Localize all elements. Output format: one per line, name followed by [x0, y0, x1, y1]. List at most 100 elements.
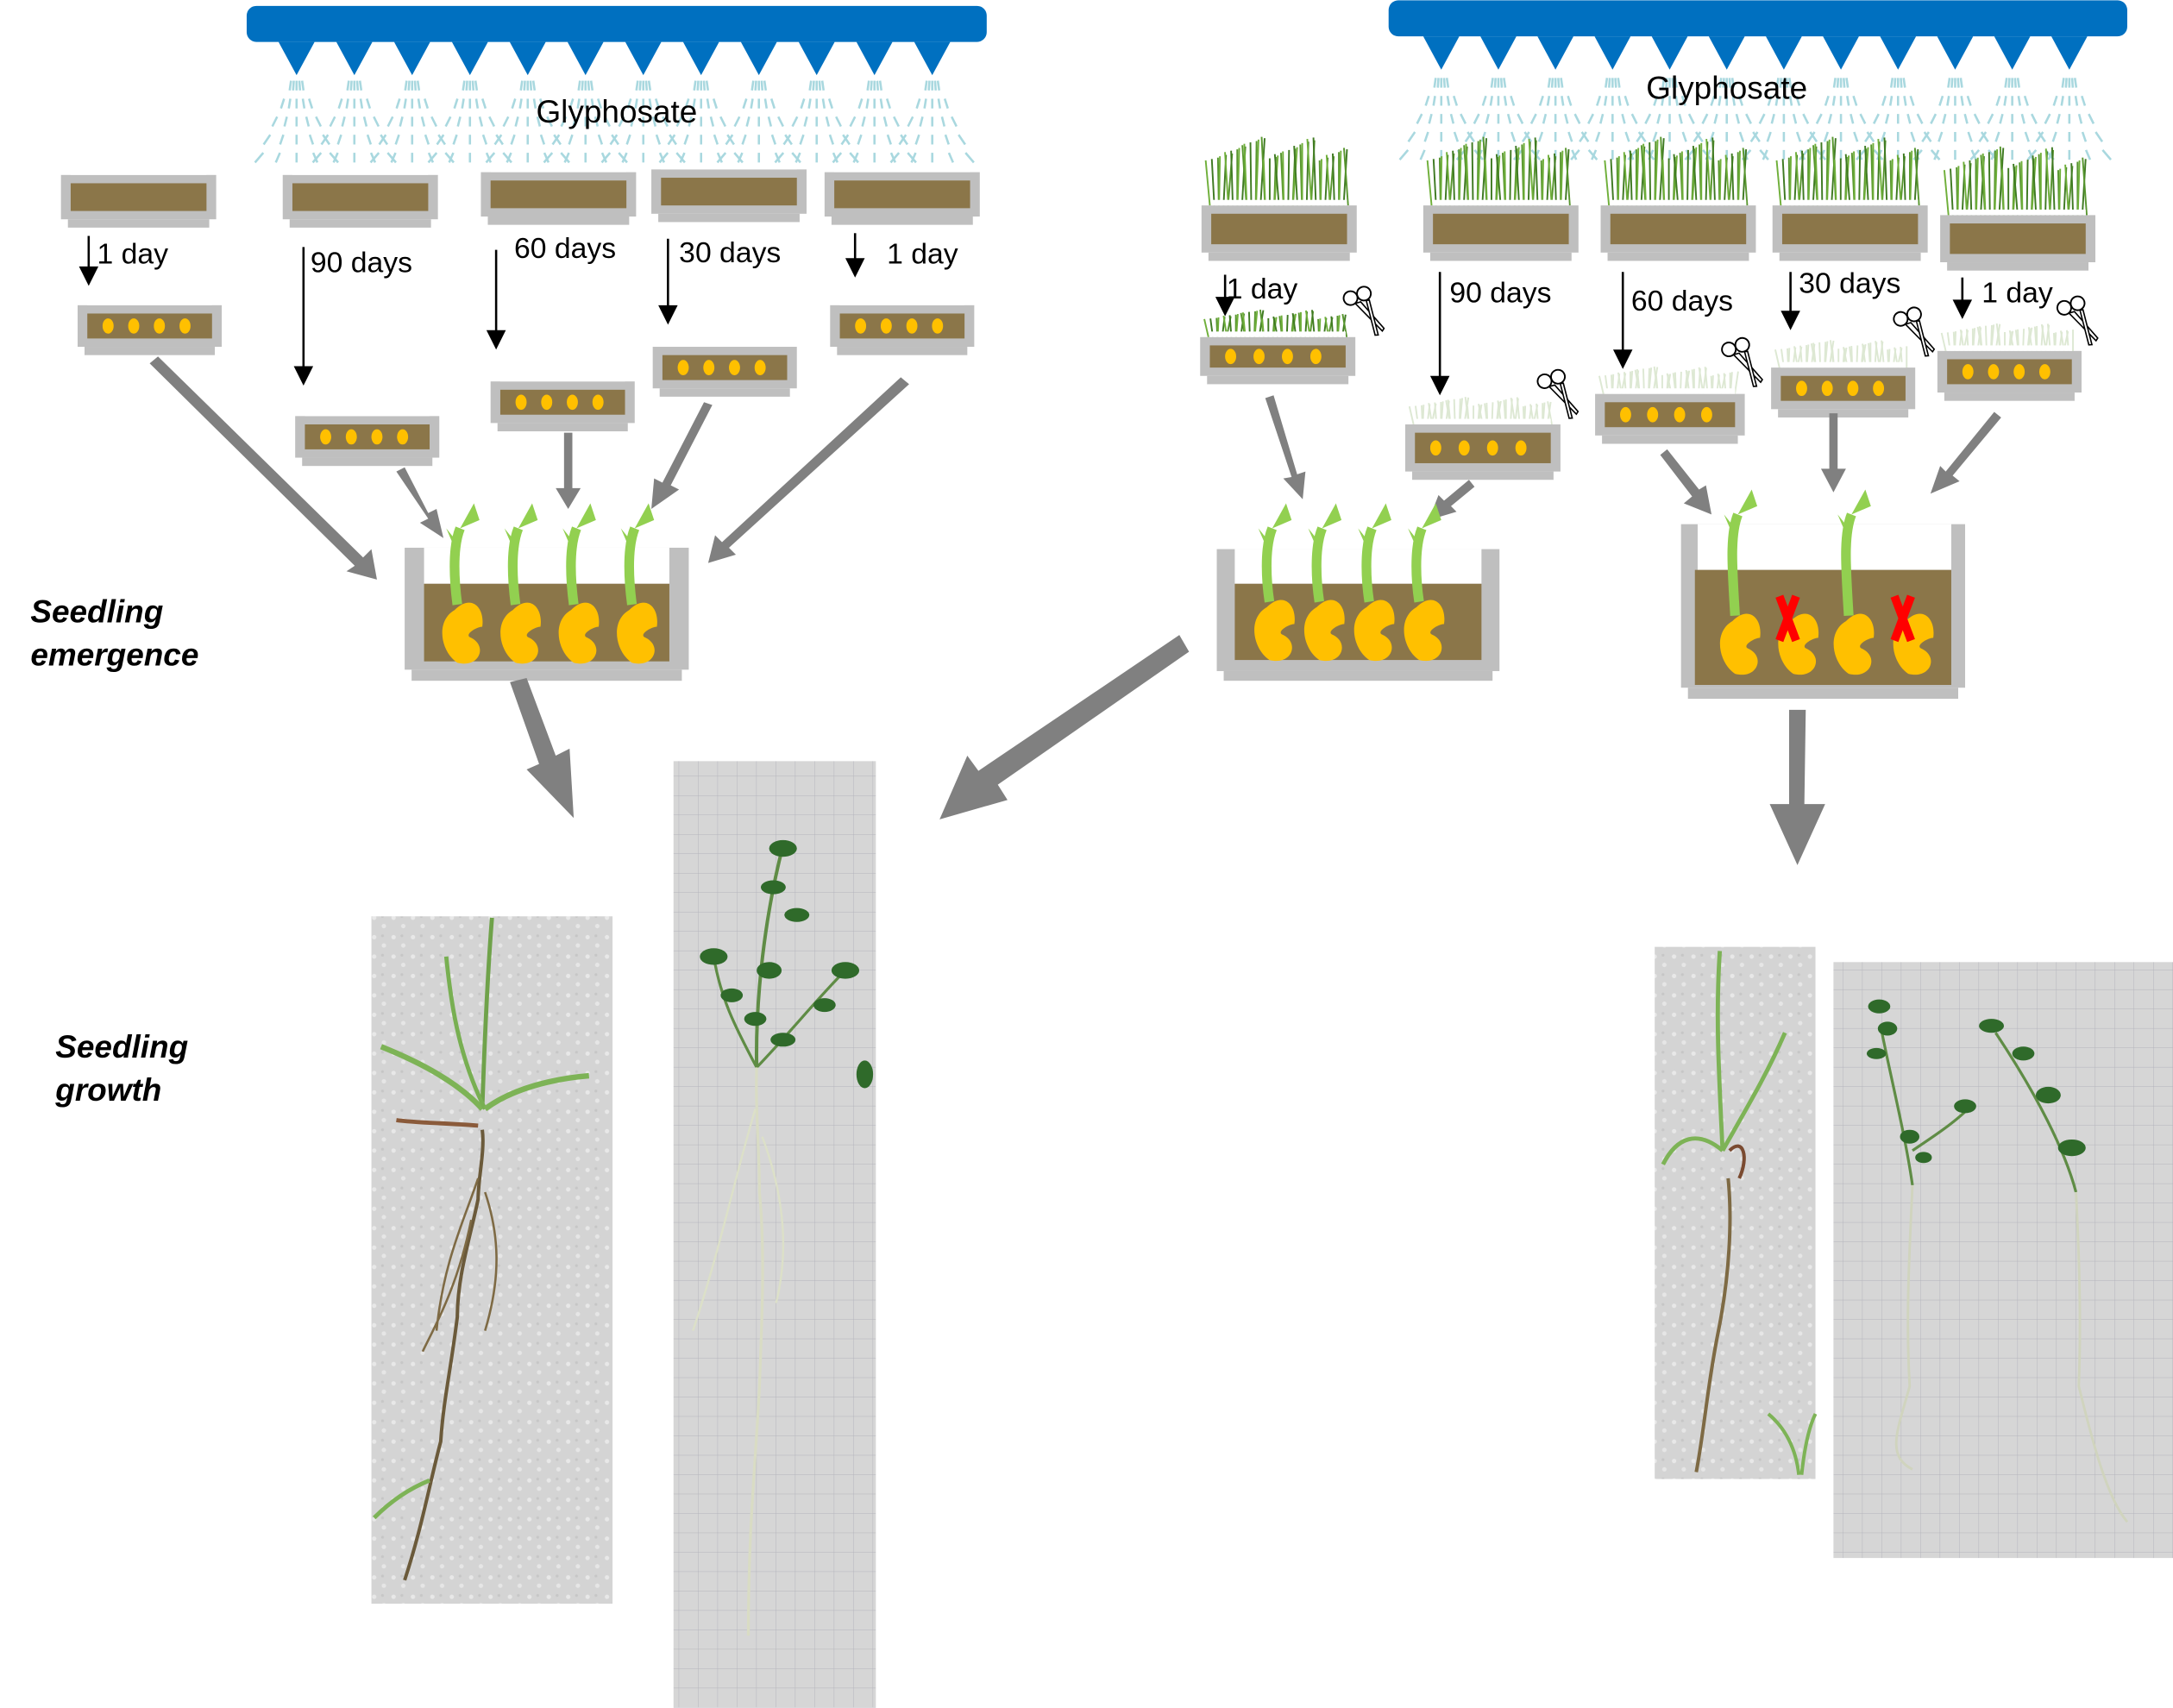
seed-icon [1515, 440, 1527, 456]
tray-column: 60 days [480, 166, 637, 432]
spray-droplet [514, 116, 519, 127]
spray-droplet [1599, 113, 1605, 124]
spray-droplet [1873, 113, 1880, 124]
nozzle-icon [509, 41, 546, 76]
grass-blade [1883, 137, 1888, 206]
shoot-icon [1361, 526, 1377, 603]
spray-droplet [842, 134, 851, 146]
spray-droplet [1859, 113, 1867, 124]
spray-droplet [654, 98, 661, 110]
spray-droplet [427, 152, 435, 163]
grass [1426, 136, 1571, 206]
spray-droplet [539, 134, 546, 145]
spray-droplet [675, 116, 683, 128]
grass [1604, 136, 1749, 206]
spray-droplet [1950, 78, 1954, 88]
grass-blade [1774, 349, 1780, 368]
grass-blade [1718, 159, 1722, 206]
spray-droplet [1731, 96, 1737, 106]
spray-droplet [1866, 131, 1875, 142]
nozzle-icon [1823, 36, 1859, 70]
spray-droplet [1980, 131, 1989, 142]
spray-droplet [1489, 96, 1493, 106]
spray-droplet [1617, 96, 1622, 106]
spray-droplet [386, 116, 394, 128]
spray-droplet [769, 98, 776, 110]
grass-blade [1604, 160, 1611, 206]
spray-droplet [1774, 96, 1779, 106]
seed-icon [617, 602, 657, 664]
spray-droplet [1770, 113, 1775, 124]
spray-droplet [1587, 113, 1594, 124]
grass-blade [1210, 159, 1215, 206]
spray-droplet [658, 152, 669, 164]
spray-droplet [1864, 131, 1873, 142]
spray-droplet [1956, 78, 1960, 88]
seed-icon [1429, 440, 1441, 456]
spray-droplet [1608, 78, 1611, 88]
seed-icon [1847, 380, 1859, 397]
seed-icon [1225, 349, 1237, 365]
grass-blade [1342, 148, 1349, 206]
spray-droplet [444, 116, 452, 128]
spray-droplet [546, 116, 554, 128]
spray-droplet [1449, 113, 1455, 124]
spray-droplet [879, 98, 884, 109]
spray-droplet [502, 116, 510, 128]
seed-icon [2038, 364, 2051, 380]
grass-blade [1789, 156, 1792, 206]
shoot-icon [449, 526, 465, 606]
flow-arrows [1265, 395, 2001, 520]
spray-droplet [369, 152, 380, 164]
emerged-seedling [500, 503, 541, 664]
grass-blade [1273, 154, 1280, 206]
spray-droplet [378, 134, 387, 146]
spray-droplet [2081, 131, 2088, 142]
tray-column: 1 day [824, 166, 980, 355]
spray-droplet [800, 98, 806, 110]
leaf-icon [1837, 489, 1871, 534]
soil [1950, 223, 2086, 254]
grass-blade [1547, 401, 1553, 425]
seed-icon [154, 318, 166, 334]
seed-icon [1962, 364, 1974, 380]
tray-before [651, 163, 807, 223]
grass-blade [2064, 164, 2069, 216]
spray-droplet [1481, 95, 1487, 106]
spray-droplet [424, 134, 430, 145]
spray-droplet [1910, 131, 1916, 142]
tray-before [824, 166, 980, 225]
spray-droplet [2070, 78, 2075, 88]
spray-droplet [774, 152, 785, 164]
spray-droplet [648, 98, 653, 109]
spray-droplet [1652, 131, 1658, 142]
tray-base [1607, 252, 1749, 261]
arrow-down-icon [845, 258, 865, 278]
spray-droplet [1503, 96, 1508, 106]
grass-blade [1218, 156, 1222, 206]
spray-droplet [462, 80, 466, 91]
left-sprayer: Glyphosate [246, 5, 987, 164]
spray-droplet [940, 116, 945, 127]
down-flow-arrow [510, 677, 575, 819]
spray-droplet [274, 152, 281, 163]
leaf-icon [1358, 503, 1391, 548]
spray-droplet [456, 116, 462, 127]
spray-droplet [947, 152, 954, 163]
spray-droplet [430, 116, 438, 128]
nozzle-icon [914, 41, 951, 76]
spray-droplet [329, 116, 336, 128]
spray-droplet [852, 152, 859, 163]
spray-droplet [1745, 113, 1752, 124]
grass-blade [1896, 154, 1902, 206]
spray-droplet [308, 134, 315, 145]
spray-droplet [1845, 78, 1850, 88]
spray-droplet [1713, 113, 1718, 124]
spray-droplet [1718, 96, 1722, 106]
spray-droplet [436, 134, 445, 146]
spray-droplet [1595, 131, 1601, 142]
spray-droplet [1506, 113, 1512, 124]
flow-arrow [1429, 480, 1475, 520]
spray-droplet [719, 116, 726, 128]
